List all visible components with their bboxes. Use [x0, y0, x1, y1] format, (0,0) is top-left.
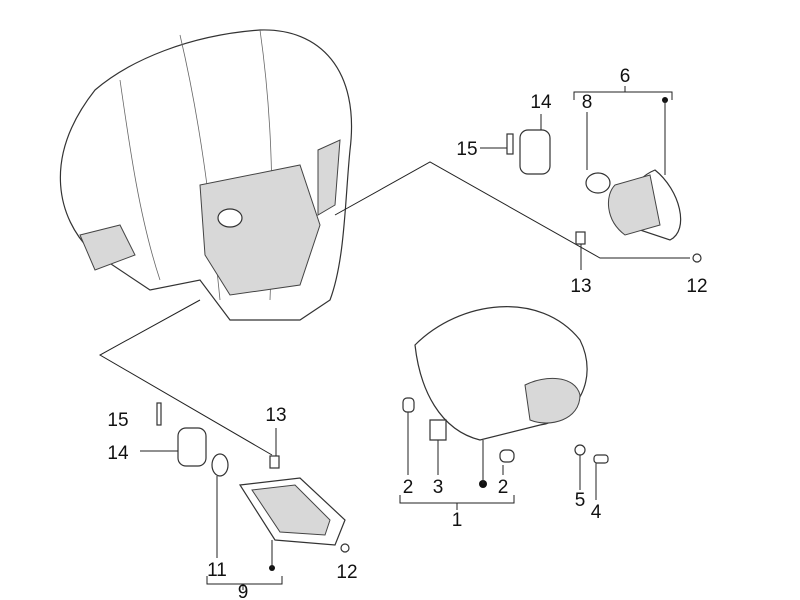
callout-14-left: 14	[107, 443, 129, 464]
callout-12-right: 12	[686, 276, 707, 297]
callout-13-left: 13	[265, 405, 286, 426]
callout-6: 6	[620, 66, 631, 87]
callout-11: 11	[207, 560, 227, 581]
callout-8: 8	[582, 92, 593, 113]
headlight-assembly	[399, 306, 609, 510]
callout-15-top: 15	[456, 139, 477, 160]
callout-12-left: 12	[336, 562, 357, 583]
callout-2-b: 2	[498, 477, 509, 498]
right-turn-signal-assembly	[480, 86, 702, 270]
callout-4: 4	[591, 502, 602, 523]
callout-3: 3	[433, 477, 444, 498]
left-turn-signal-assembly	[140, 402, 350, 590]
callout-13-right: 13	[570, 276, 591, 297]
callout-14-top: 14	[530, 92, 552, 113]
callout-labels: 6 14 8 15 13 12 15 14 13 2 3 2 1 5 4 11 …	[107, 66, 707, 600]
callout-1: 1	[452, 510, 463, 531]
callout-9: 9	[238, 582, 249, 600]
callout-5: 5	[575, 490, 586, 511]
callout-2-a: 2	[403, 477, 414, 498]
callout-15-left: 15	[107, 410, 128, 431]
scooter-front-body	[59, 29, 353, 321]
